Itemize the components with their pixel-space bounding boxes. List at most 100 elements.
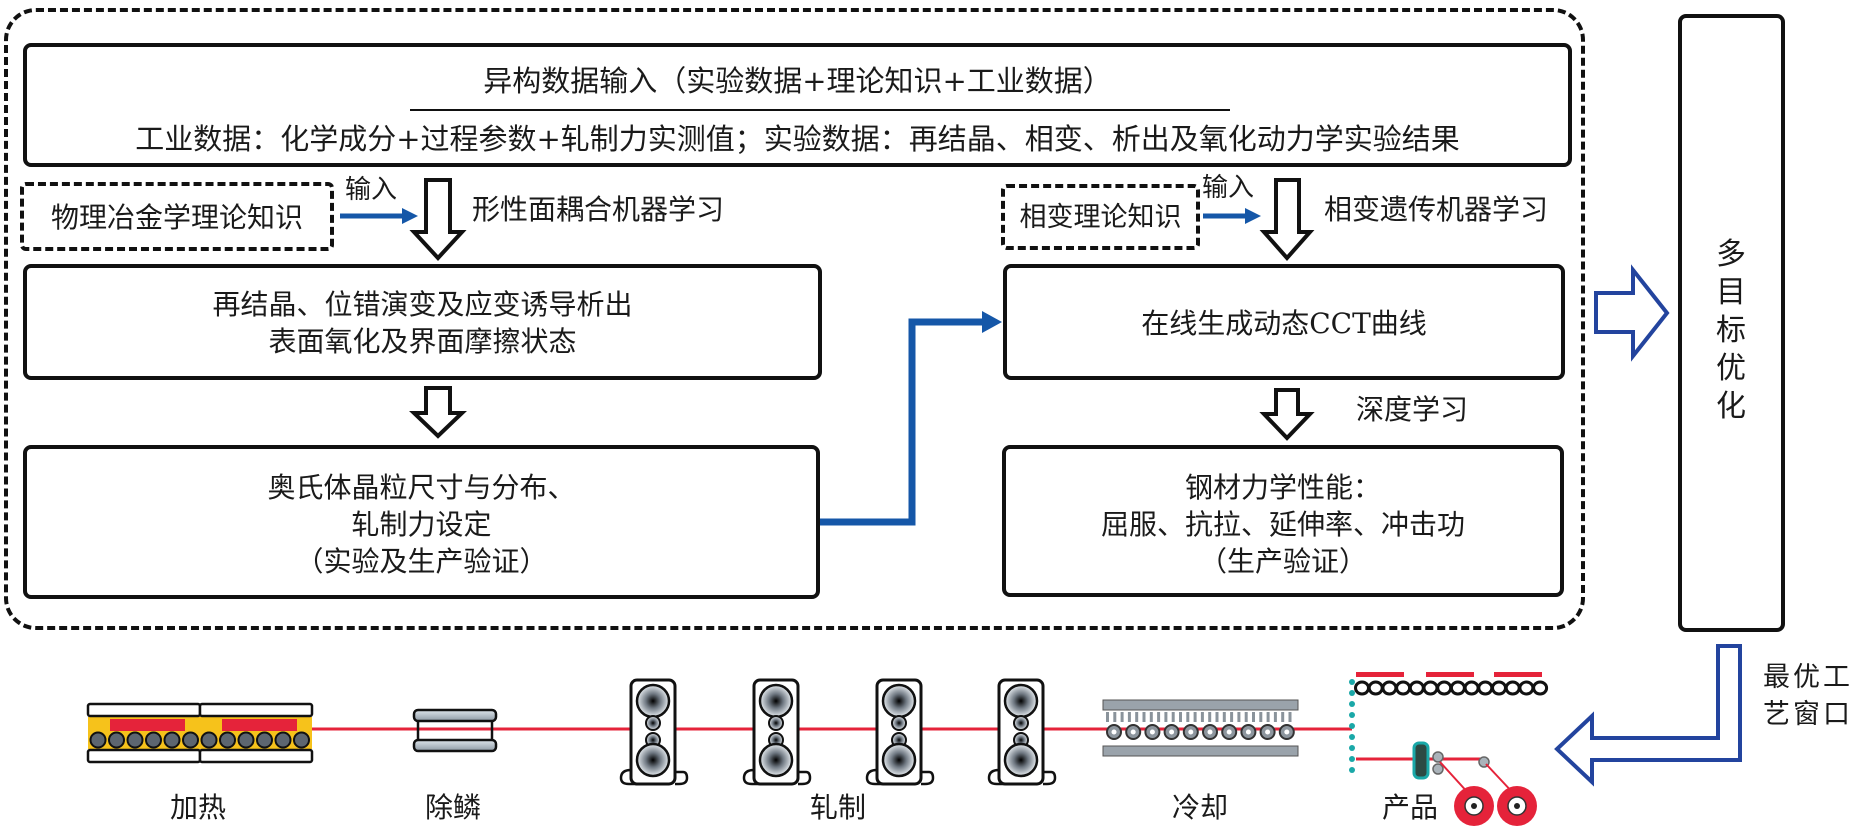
- input-box-title: 异构数据输入（实验数据+理论知识+工业数据）: [483, 64, 1112, 98]
- cooling-nozzle: [1157, 712, 1161, 722]
- cooling-nozzle: [1113, 712, 1117, 722]
- cooling-nozzle: [1266, 712, 1270, 722]
- product-roller: [1354, 680, 1370, 696]
- cct-curve-label: 在线生成动态CCT曲线: [1141, 307, 1427, 340]
- cooling-nozzle: [1164, 712, 1168, 722]
- teal-dot: [1349, 723, 1355, 729]
- right-input-arrow-icon: [1203, 208, 1261, 224]
- multi-objective-optimization-box: 多 目 标 优 化: [1678, 14, 1785, 632]
- furnace-roller: [237, 731, 255, 749]
- cooling-nozzle: [1106, 712, 1109, 722]
- right-input-label: 输入: [1202, 173, 1255, 203]
- cooling-nozzle: [1142, 712, 1146, 722]
- to-optimization-arrow-icon: [1594, 264, 1670, 362]
- cooling-section-icon: [1102, 699, 1299, 757]
- right-method-label: 相变遗传机器学习: [1324, 193, 1549, 226]
- rolling-stand-icon: [987, 678, 1057, 786]
- furnace-roller: [145, 731, 162, 749]
- product-roller: [1491, 680, 1507, 696]
- metallurgy-knowledge-box: 物理冶金学理论知识: [20, 182, 334, 251]
- properties-line-1: 钢材力学性能：: [1184, 471, 1381, 504]
- cooling-nozzle: [1149, 712, 1153, 722]
- furnace-roller: [256, 731, 273, 749]
- product-roller: [1504, 680, 1521, 696]
- product-roller: [1436, 680, 1453, 696]
- furnace-roller: [182, 731, 199, 749]
- teal-dot: [1349, 690, 1355, 696]
- furnace-roller: [200, 731, 218, 749]
- cooling-nozzle: [1120, 712, 1124, 722]
- cooling-nozzle: [1135, 712, 1139, 722]
- product-roller: [1518, 680, 1535, 696]
- cct-curve-box: 在线生成动态CCT曲线: [1003, 264, 1565, 380]
- teal-dot: [1349, 767, 1355, 773]
- stage-label-cooling: 冷却: [1172, 791, 1229, 824]
- cooling-nozzle: [1222, 712, 1226, 722]
- optimization-char-4: 优: [1716, 351, 1746, 386]
- optimization-char-1: 多: [1716, 237, 1746, 272]
- coil-icon: [1497, 786, 1537, 826]
- input-box-underline: [410, 109, 1230, 111]
- furnace-roller: [89, 731, 107, 749]
- deep-learning-label: 深度学习: [1356, 393, 1469, 426]
- product-section-icon: [1349, 672, 1549, 826]
- rolling-stand-icon: [619, 678, 689, 786]
- product-roller: [1532, 680, 1549, 696]
- recrystallization-line-1: 再结晶、位错演变及应变诱导析出: [212, 288, 633, 321]
- austenite-line-3: （实验及生产验证）: [295, 545, 548, 578]
- rolling-stand-icon: [865, 678, 935, 786]
- metallurgy-knowledge-label: 物理冶金学理论知识: [50, 201, 303, 234]
- optimization-char-3: 标: [1716, 313, 1746, 348]
- descaler-icon: [412, 708, 498, 753]
- cooling-nozzle: [1215, 712, 1219, 722]
- stage-label-rolling: 轧制: [810, 791, 867, 824]
- teal-dot: [1349, 712, 1355, 718]
- optimization-char-2: 目: [1716, 275, 1746, 310]
- model-framework-container: [4, 8, 1585, 630]
- cooling-nozzle: [1281, 712, 1285, 722]
- austenite-line-2: 轧制力设定: [351, 508, 492, 541]
- teal-dot: [1349, 679, 1355, 685]
- optimal-window-line-2: 艺窗口: [1763, 699, 1853, 730]
- stage-label-heating: 加热: [170, 791, 227, 824]
- cooling-nozzle: [1288, 712, 1292, 722]
- optimal-window-feedback-arrow-icon: [1554, 644, 1742, 787]
- furnace-roller: [126, 731, 144, 749]
- teal-dot: [1349, 734, 1355, 740]
- product-roller: [1463, 680, 1480, 696]
- product-roller: [1395, 680, 1412, 696]
- product-roller: [1408, 680, 1425, 696]
- furnace-roller: [274, 731, 292, 749]
- product-roller: [1367, 680, 1384, 696]
- left-input-arrow-icon: [340, 208, 418, 224]
- cooling-nozzle: [1171, 712, 1175, 722]
- properties-line-2: 屈服、抗拉、延伸率、冲击功: [1100, 508, 1465, 541]
- cooling-nozzle: [1179, 712, 1182, 722]
- product-roller: [1449, 680, 1466, 696]
- teal-dot: [1349, 756, 1355, 762]
- austenite-grain-box: 奥氏体晶粒尺寸与分布、 轧制力设定 （实验及生产验证）: [23, 445, 820, 599]
- down-arrow-icon: [1259, 178, 1315, 262]
- coil-icon: [1454, 786, 1494, 826]
- cooling-nozzle: [1186, 712, 1190, 722]
- furnace-roller: [163, 731, 181, 749]
- teal-dot: [1349, 745, 1355, 751]
- austenite-line-1: 奥氏体晶粒尺寸与分布、: [267, 471, 576, 504]
- teal-dot: [1349, 701, 1355, 707]
- product-roller: [1381, 680, 1398, 696]
- down-arrow-icon: [409, 386, 467, 439]
- left-method-label: 形性面耦合机器学习: [472, 193, 725, 226]
- recrystallization-box: 再结晶、位错演变及应变诱导析出 表面氧化及界面摩擦状态: [23, 264, 822, 380]
- heating-furnace-icon: [86, 702, 314, 764]
- product-roller: [1422, 680, 1439, 696]
- stage-label-descaling: 除鳞: [425, 791, 482, 824]
- cooling-nozzle: [1259, 712, 1263, 722]
- cooling-nozzle: [1273, 712, 1277, 722]
- cooling-nozzle: [1200, 712, 1204, 722]
- input-box-detail: 工业数据：化学成分+过程参数+轧制力实测值；实验数据：再结晶、相变、析出及氧化动…: [135, 122, 1460, 156]
- furnace-roller: [108, 731, 125, 749]
- austenite-to-cct-connector: [820, 311, 1002, 526]
- phase-knowledge-label: 相变理论知识: [1019, 202, 1182, 233]
- phase-transformation-knowledge-box: 相变理论知识: [1001, 184, 1200, 250]
